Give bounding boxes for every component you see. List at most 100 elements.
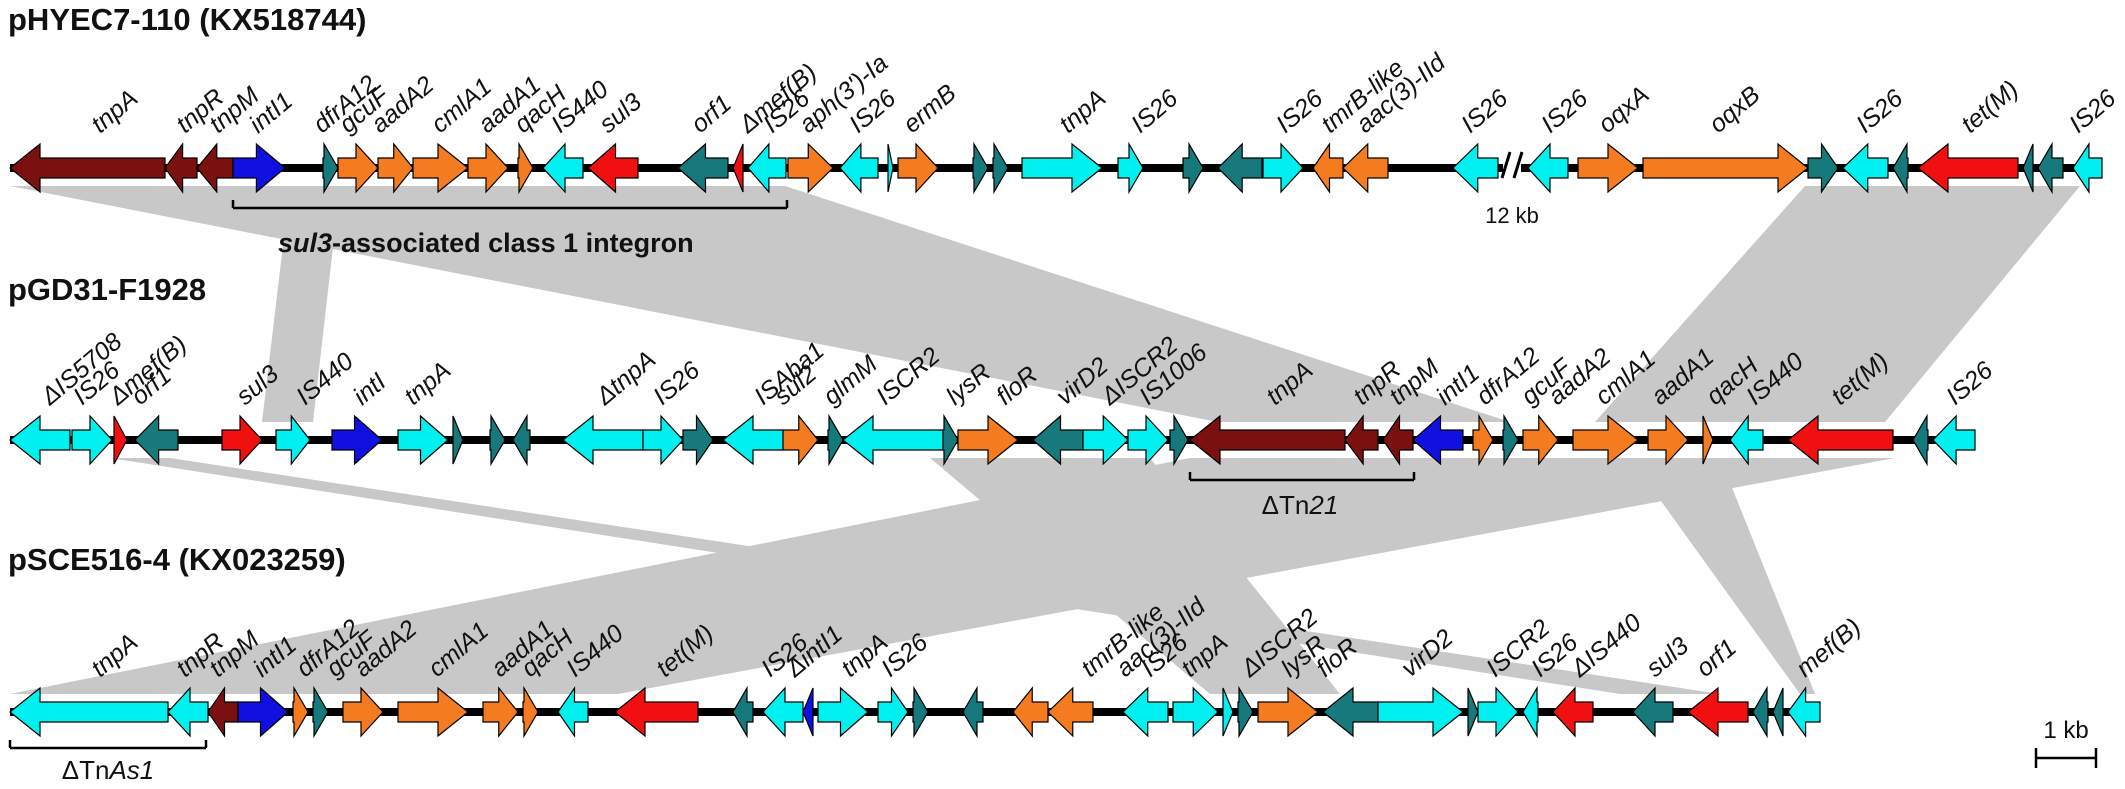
gene-arrow: [467, 142, 509, 194]
gene-arrow: [342, 686, 384, 738]
gene-arrow: [337, 142, 379, 194]
gene-arrow: [397, 414, 449, 466]
gene-arrow: [9, 414, 71, 466]
homology-regions: [10, 186, 2080, 694]
gene-arrow: [1021, 142, 1103, 194]
homology-band: [1630, 458, 1815, 694]
gene-arrow: [1642, 142, 1809, 194]
gene-label: IS26: [1271, 84, 1328, 139]
gene-arrow: [512, 413, 531, 467]
homology-band: [262, 186, 340, 422]
scale-bar-label: 1 kb: [2043, 717, 2088, 744]
gap-break-marker: [1500, 151, 1524, 179]
gene-arrow: [1189, 414, 1346, 466]
gene-arrow: [1467, 687, 1479, 737]
gene-arrow: [992, 141, 1009, 195]
gene-arrow: [562, 414, 644, 466]
gene-arrow: [1752, 685, 1769, 739]
gene-arrow: [482, 686, 519, 738]
gene-arrow: [557, 686, 589, 738]
gene-arrow: [747, 142, 787, 194]
tn21-bracket: [1188, 472, 1416, 482]
gene-arrow: [1702, 415, 1714, 465]
gene-arrow: [614, 686, 699, 738]
integron-bracket: [231, 200, 789, 210]
gene-arrow: [1502, 413, 1519, 467]
gene-arrow: [722, 414, 784, 466]
gene-arrow: [2022, 143, 2034, 193]
tn21-label: ΔTn21: [1262, 490, 1339, 520]
gene-arrow: [817, 686, 869, 738]
gene-arrow: [113, 415, 128, 465]
gene-arrow: [1892, 141, 1909, 195]
gene-arrow: [972, 141, 989, 195]
gene-arrow: [522, 685, 539, 739]
gene-arrow: [1127, 414, 1169, 466]
gene-arrow: [1729, 414, 1764, 466]
gene-arrow: [221, 414, 263, 466]
gene-arrow: [275, 414, 311, 466]
gene-label: IS26: [1456, 84, 1513, 139]
gene-arrow: [1322, 686, 1379, 738]
scale-bar: [2034, 748, 2098, 768]
homology-band: [10, 186, 1510, 422]
gene-arrow: [1222, 687, 1234, 737]
gene-arrow: [1647, 414, 1689, 466]
gene-label: ΔtnpA: [590, 345, 661, 411]
gene-arrow: [642, 414, 684, 466]
homology-band: [1595, 186, 2080, 422]
gene-arrow: [1787, 414, 1894, 466]
gene-arrow: [1172, 686, 1219, 738]
gene-arrow: [1787, 686, 1821, 738]
gene-arrow: [2037, 141, 2064, 195]
gene-label: oqxA: [1593, 81, 1655, 139]
gene-arrow: [1577, 142, 1639, 194]
gene-arrow: [1047, 686, 1094, 738]
gene-arrow: [762, 686, 804, 738]
gene-label: tnpA: [1054, 84, 1111, 139]
gene-arrow: [1807, 142, 1839, 194]
gene-arrow: [1412, 414, 1464, 466]
gene-arrow: [782, 414, 819, 466]
gene-arrow: [1344, 414, 1379, 466]
gene-arrow: [412, 142, 469, 194]
gap-note: 12 kb: [1485, 203, 1539, 228]
gene-arrow: [237, 686, 289, 738]
gene-arrow: [397, 686, 469, 738]
gene-arrow: [802, 687, 814, 737]
gene-arrow: [839, 142, 879, 194]
gene-arrow: [1842, 142, 1889, 194]
gene-arrow: [1237, 685, 1254, 739]
gene-label: oqxB: [1704, 81, 1766, 139]
gene-arrow: [897, 142, 939, 194]
gene-arrow: [1382, 414, 1414, 466]
gene-label: IS26: [1126, 84, 1183, 139]
gene-arrow: [1122, 686, 1169, 738]
gene-label: tnpA: [399, 356, 456, 411]
tnas1-label: ΔTnAs1: [62, 755, 155, 785]
gene-arrow: [452, 415, 464, 465]
gene-arrow: [2072, 142, 2103, 194]
gene-arrow: [912, 685, 929, 739]
gene-arrow: [1452, 142, 1499, 194]
gene-arrow: [164, 142, 198, 194]
gene-arrow: [196, 142, 234, 194]
plasmid-title-2: pGD31-F1928: [8, 272, 206, 307]
gene-arrow: [322, 141, 339, 195]
gene-arrow: [842, 414, 944, 466]
gene-arrow: [517, 141, 534, 195]
gene-arrow: [1257, 686, 1319, 738]
gene-label: IS26: [1851, 84, 1908, 139]
gene-label: IS26: [2064, 84, 2121, 139]
homology-band: [10, 458, 1895, 694]
gene-arrows: [9, 141, 2103, 739]
gene-arrow: [1032, 414, 1084, 466]
gene-arrow: [827, 413, 844, 467]
gene-arrow: [1522, 685, 1539, 739]
gene-arrow: [732, 685, 754, 739]
gene-arrow: [542, 142, 584, 194]
gene-arrow: [1572, 414, 1639, 466]
integron-label: sul3-associated class 1 integron: [278, 228, 694, 258]
gene-arrow: [1917, 142, 2019, 194]
gene-arrow: [1477, 686, 1519, 738]
